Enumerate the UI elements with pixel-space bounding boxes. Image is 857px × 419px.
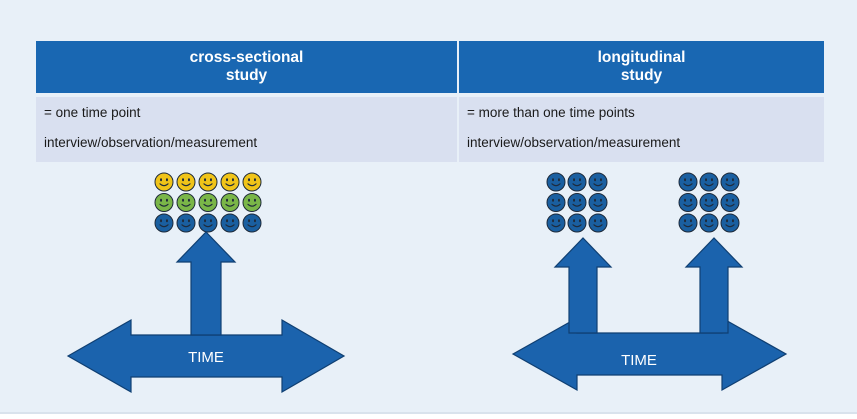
bottom-divider <box>0 412 857 414</box>
up-arrow-icon <box>175 231 237 336</box>
longitudinal-subtitle: study <box>620 67 663 84</box>
longitudinal-participants-time-1 <box>546 172 608 233</box>
longitudinal-time-label: TIME <box>621 352 657 369</box>
smiley-face-icon <box>678 213 698 233</box>
smiley-face-icon <box>588 193 608 212</box>
smiley-face-icon <box>198 213 218 233</box>
comparison-table: cross-sectional study longitudinal study… <box>36 41 824 162</box>
smiley-face-icon <box>242 213 262 233</box>
smiley-face-icon <box>546 172 566 192</box>
smiley-face-icon <box>154 213 174 233</box>
cross-sectional-measurement-arrow <box>175 231 237 336</box>
cross-sectional-time-label: TIME <box>188 349 224 366</box>
longitudinal-description: = more than one time points interview/ob… <box>459 97 824 162</box>
smiley-face-icon <box>242 193 262 212</box>
smiley-face-icon <box>220 213 240 233</box>
cross-sectional-header: cross-sectional study <box>36 41 457 93</box>
smiley-face-icon <box>678 193 698 212</box>
smiley-face-icon <box>220 193 240 212</box>
smiley-face-icon <box>720 193 740 212</box>
longitudinal-participants-time-2 <box>678 172 740 233</box>
smiley-face-icon <box>220 172 240 192</box>
longitudinal-title: longitudinal <box>597 49 686 66</box>
smiley-face-icon <box>242 172 262 192</box>
smiley-face-icon <box>567 193 587 212</box>
smiley-face-icon <box>176 213 196 233</box>
longitudinal-method: interview/observation/measurement <box>467 135 681 150</box>
cross-sectional-description: = one time point interview/observation/m… <box>36 97 457 162</box>
smiley-face-icon <box>546 193 566 212</box>
smiley-face-icon <box>699 193 719 212</box>
cross-sectional-time-arrow: TIME <box>66 318 346 394</box>
smiley-face-icon <box>678 172 698 192</box>
cross-sectional-subtitle: study <box>225 67 268 84</box>
up-arrow-icon <box>684 237 744 334</box>
smiley-face-icon <box>720 172 740 192</box>
smiley-face-icon <box>720 213 740 233</box>
longitudinal-header: longitudinal study <box>459 41 824 93</box>
longitudinal-time-arrow: TIME <box>511 316 788 392</box>
cross-sectional-participants <box>154 172 262 233</box>
smiley-face-icon <box>546 213 566 233</box>
smiley-face-icon <box>699 172 719 192</box>
smiley-face-icon <box>198 172 218 192</box>
smiley-face-icon <box>176 193 196 212</box>
double-arrow-icon <box>66 318 346 394</box>
cross-sectional-title: cross-sectional <box>189 49 304 66</box>
cross-sectional-definition: = one time point <box>44 105 141 120</box>
smiley-face-icon <box>567 172 587 192</box>
up-arrow-icon <box>553 237 613 334</box>
smiley-face-icon <box>154 193 174 212</box>
smiley-face-icon <box>176 172 196 192</box>
smiley-face-icon <box>699 213 719 233</box>
smiley-face-icon <box>588 213 608 233</box>
longitudinal-measurement-arrow-2 <box>684 237 744 334</box>
smiley-face-icon <box>567 213 587 233</box>
longitudinal-measurement-arrow-1 <box>553 237 613 334</box>
smiley-face-icon <box>198 193 218 212</box>
smiley-face-icon <box>588 172 608 192</box>
smiley-face-icon <box>154 172 174 192</box>
longitudinal-definition: = more than one time points <box>467 105 635 120</box>
cross-sectional-method: interview/observation/measurement <box>44 135 258 150</box>
